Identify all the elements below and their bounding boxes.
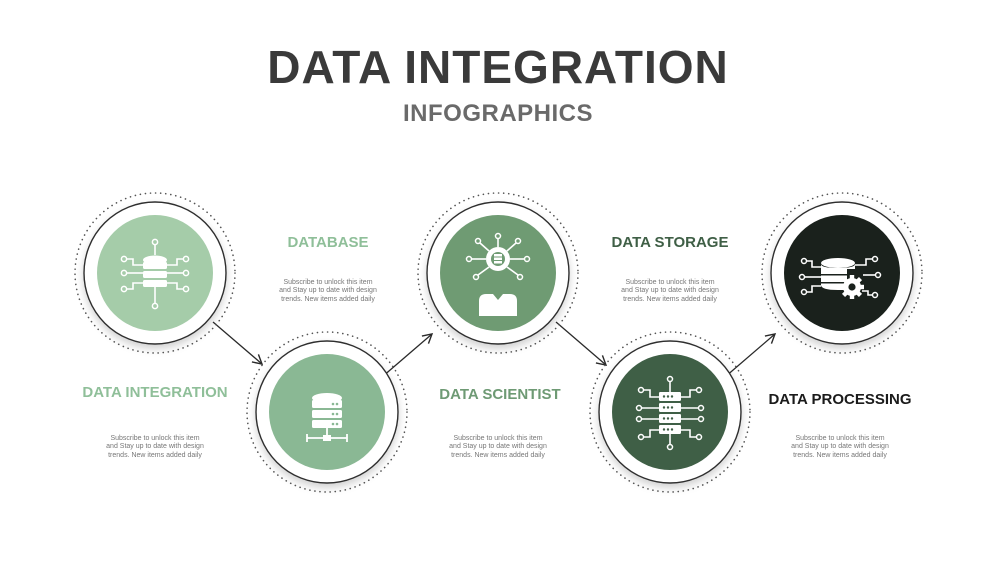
step-2-description: Subscribe to unlock this item and Stay u… [279,279,377,303]
step-5-description: Subscribe to unlock this item and Stay u… [791,435,889,459]
data-scientist-icon [465,232,531,316]
storage-server-network-icon [635,375,705,451]
arrow-1-to-2 [212,321,264,365]
step-3-label: DATA SCIENTIST [439,386,561,403]
page-title: DATA INTEGRATION [267,41,729,93]
step-1-label: DATA INTEGRATION [82,384,228,401]
step-2-label: DATABASE [287,234,369,251]
server-network-icon [306,393,348,442]
step-5-label: DATA PROCESSING [768,391,912,408]
database-network-icon [120,238,190,310]
step-3-disc [440,215,556,331]
database-gear-icon [798,255,882,299]
step-3-node [417,192,579,354]
step-1-description: Subscribe to unlock this item and Stay u… [106,435,204,459]
arrow-4-to-5 [724,333,777,378]
connector-arrows [212,321,777,378]
step-4-label: DATA STORAGE [611,234,729,251]
step-5-node [761,192,923,354]
step-1-node [74,192,236,354]
step-4-node [589,331,751,493]
arrow-2-to-3 [381,333,434,378]
step-2-node [246,331,408,493]
step-3-description: Subscribe to unlock this item and Stay u… [449,435,547,459]
page-subtitle: INFOGRAPHICS [402,100,593,127]
step-4-description: Subscribe to unlock this item and Stay u… [621,279,719,303]
arrow-3-to-4 [555,321,608,366]
